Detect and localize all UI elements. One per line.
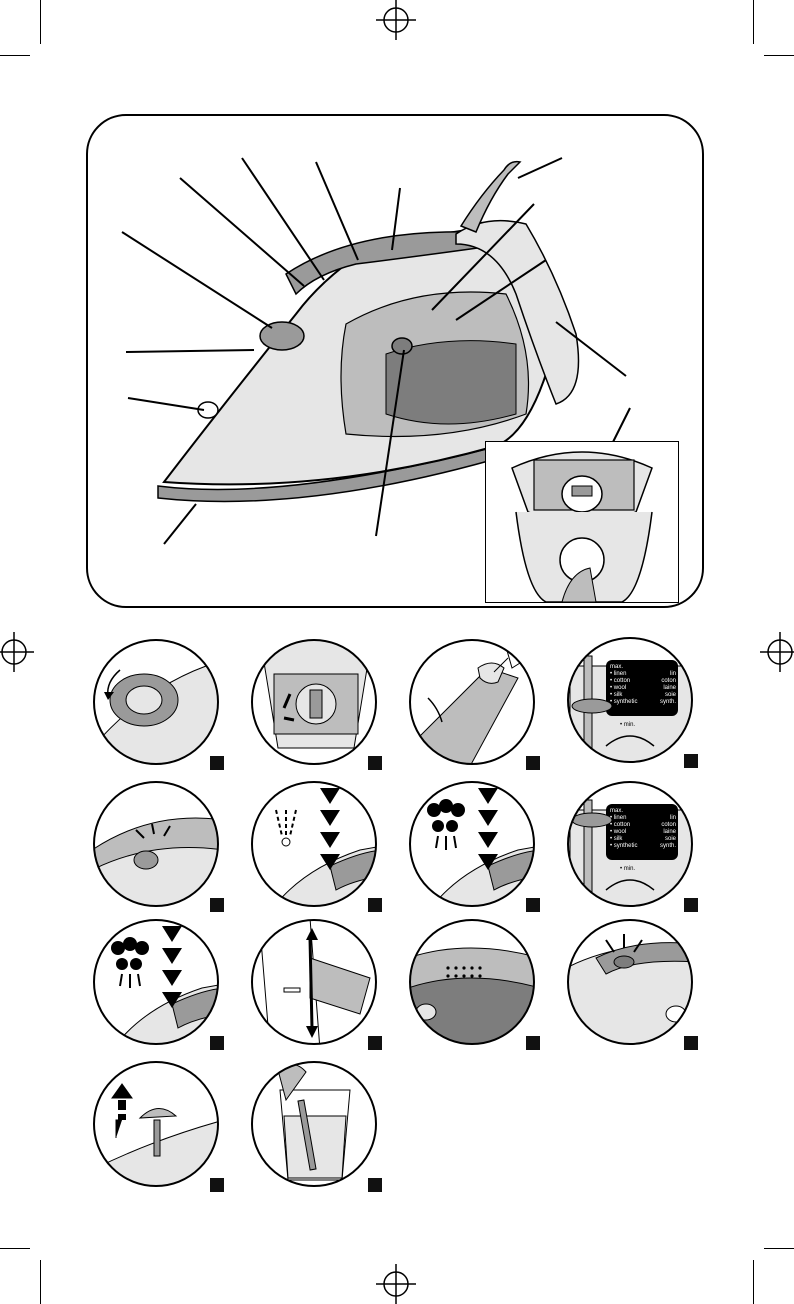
crop-mark [753, 0, 754, 44]
soleplate-vents-icon [409, 919, 535, 1045]
temp-label: synth. [659, 699, 676, 705]
steam-shot-icon [409, 781, 535, 907]
temp-label: • silk [610, 692, 623, 698]
crop-mark [0, 1248, 30, 1249]
step-illustration [92, 1060, 224, 1192]
step-illustration [408, 780, 540, 912]
temp-label: lin [669, 815, 676, 821]
temp-label: coton [661, 678, 676, 684]
step-number-badge [684, 898, 698, 912]
registration-mark-icon [0, 632, 34, 672]
step-number-badge [368, 1036, 382, 1050]
water-tank-cap-icon [251, 639, 377, 765]
soak-valve-icon [251, 1061, 377, 1187]
temp-label: coton [661, 822, 676, 828]
crop-mark [764, 1248, 794, 1249]
step-illustration [250, 638, 382, 770]
temperature-labels: max.• linen lin • cotton coton • wool laine • … [610, 808, 676, 850]
temp-label: • synthetic [610, 699, 638, 705]
temp-label: • linen [610, 815, 627, 821]
step-illustration [250, 918, 382, 1050]
temp-label: soie [664, 692, 676, 698]
cap-detail-inset [485, 441, 679, 603]
step-illustration [92, 780, 224, 912]
step-number-badge [210, 1036, 224, 1050]
temp-label: synth. [659, 843, 676, 849]
crop-mark [753, 1260, 754, 1304]
temp-label: • cotton [610, 678, 631, 684]
steam-dial-turn-icon [93, 639, 219, 765]
temp-label: • wool [610, 829, 627, 835]
temp-label-min: • min. [620, 722, 636, 728]
step-number-badge [526, 1036, 540, 1050]
step-illustration [250, 780, 382, 912]
temp-label: soie [664, 836, 676, 842]
temp-label: lin [669, 671, 676, 677]
temp-label: • linen [610, 671, 627, 677]
step-illustration [408, 638, 540, 770]
step-number-badge [210, 1178, 224, 1192]
temp-label: laine [663, 685, 676, 691]
crop-mark [764, 55, 794, 56]
temperature-dial-icon [567, 637, 693, 763]
registration-mark-icon [760, 632, 794, 672]
step-illustration [566, 918, 698, 1050]
temp-label: laine [663, 829, 676, 835]
step-number-badge [210, 898, 224, 912]
vertical-ironing-icon [251, 919, 377, 1045]
step-illustration [250, 1060, 382, 1192]
step-number-badge [684, 1036, 698, 1050]
temperature-dial-max-icon [567, 781, 693, 907]
temp-label-min: • min. [620, 866, 636, 872]
vertical-steam-icon [93, 919, 219, 1045]
step-number-badge [368, 898, 382, 912]
registration-mark-icon [376, 1264, 416, 1304]
crop-mark [40, 1260, 41, 1304]
indicator-light-icon [93, 781, 219, 907]
step-illustration [92, 918, 224, 1050]
step-illustration [92, 638, 224, 770]
registration-mark-icon [376, 0, 416, 40]
step-number-badge [684, 754, 698, 768]
crop-mark [40, 0, 41, 44]
temp-label: max. [610, 664, 624, 670]
steam-dial-icon [259, 321, 305, 351]
step-number-badge [368, 756, 382, 770]
crop-mark [0, 55, 30, 56]
step-illustration: max.• linen lin • cotton coton • wool laine • … [566, 636, 698, 768]
temp-label: • silk [610, 836, 623, 842]
step-number-badge [368, 1178, 382, 1192]
temperature-labels: max.• linen lin • cotton coton • wool laine • … [610, 664, 676, 706]
temp-label: • synthetic [610, 843, 638, 849]
auto-off-light-icon [567, 919, 693, 1045]
step-illustration: max.• linen lin • cotton coton • wool laine • … [566, 780, 698, 912]
temp-label: • wool [610, 685, 627, 691]
step-number-badge [210, 756, 224, 770]
remove-valve-icon [93, 1061, 219, 1187]
temp-label: • cotton [610, 822, 631, 828]
step-number-badge [526, 756, 540, 770]
step-illustration [408, 918, 540, 1050]
step-number-badge [526, 898, 540, 912]
iron-illustration [121, 157, 631, 545]
spray-icon [251, 781, 377, 907]
fill-water-icon [409, 639, 535, 765]
temp-label: max. [610, 808, 624, 814]
